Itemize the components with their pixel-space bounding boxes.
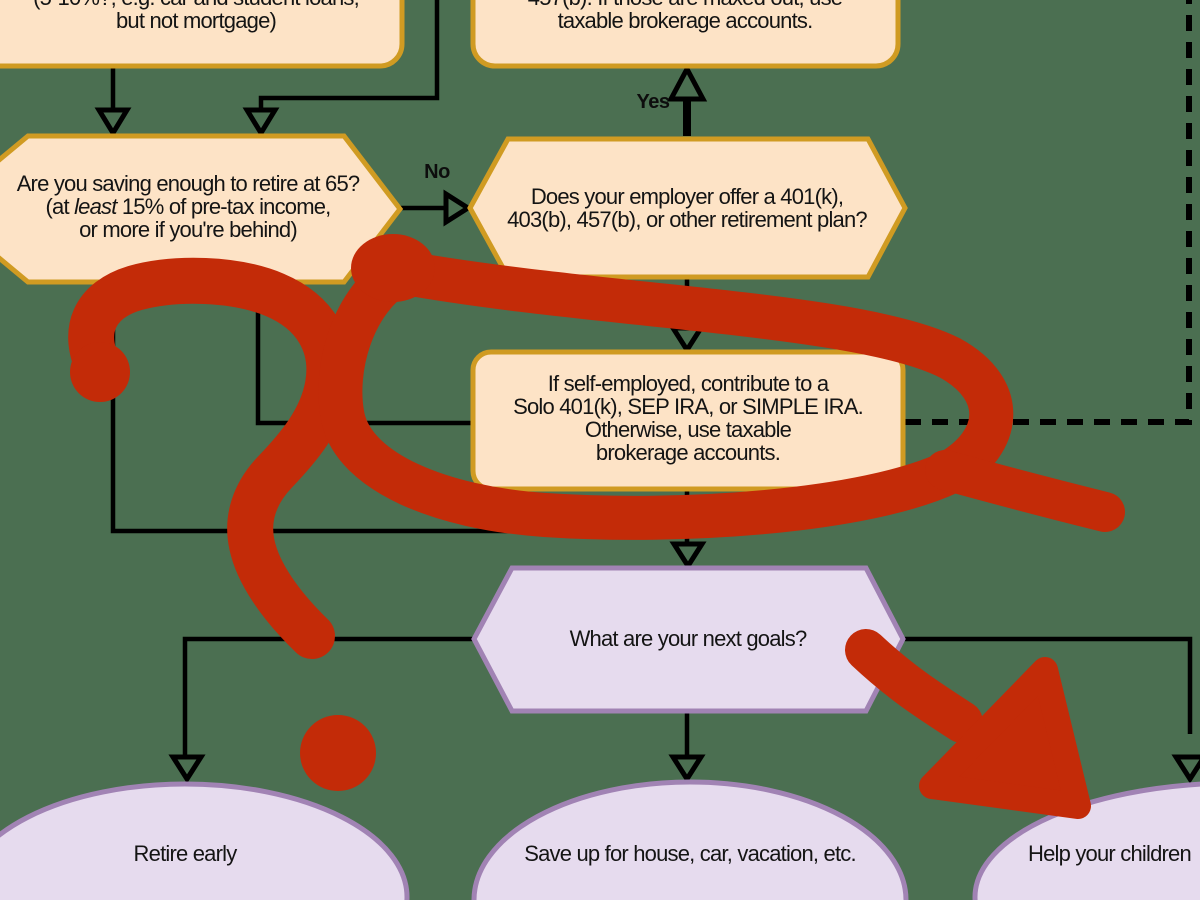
- saving-line: Are you saving enough to retire at 65?: [16, 171, 360, 196]
- max-out-box-text: 457(b). If those are maxed out, use taxa…: [528, 0, 843, 33]
- node-saving-hexagon: [0, 133, 404, 285]
- edge-goals-to-children: [903, 636, 1193, 734]
- node-save-ellipse: [471, 779, 909, 900]
- save-ellipse-text: Save up for house, car, vacation, etc.: [524, 841, 856, 866]
- goals-hexagon-text: What are your next goals?: [569, 626, 808, 651]
- children-ellipse-text: Help your children: [1028, 841, 1192, 866]
- edge-label-no-right: No: [424, 161, 450, 183]
- saving-line: (at least 15% of pre-tax income,: [17, 195, 360, 218]
- node-max-out-box: [470, 0, 901, 69]
- arrowhead-down-icon: [668, 754, 706, 784]
- arrowhead-down-icon: [168, 754, 206, 784]
- saving-line: or more if you're behind): [79, 217, 298, 242]
- edge-label-yes-up: Yes: [636, 91, 670, 113]
- node-retire-ellipse: [0, 781, 410, 900]
- edge-top-elbow-to-saving: [258, 0, 440, 110]
- saving-line2-pre: (at: [45, 194, 75, 219]
- saving-hexagon-text: Are you saving enough to retire at 65? (…: [17, 172, 360, 241]
- terminal-ellipses: [0, 779, 1200, 900]
- self-employed-line: Solo 401(k), SEP IRA, or SIMPLE IRA.: [513, 394, 864, 419]
- retire-ellipse-text: Retire early: [133, 841, 238, 866]
- arrowhead-down-icon: [1171, 754, 1200, 784]
- saving-line2-post: 15% of pre-tax income,: [116, 194, 331, 219]
- node-children-ellipse: [972, 781, 1200, 900]
- decision-hexagons: [0, 133, 908, 285]
- employer-line: Does your employer offer a 401(k),: [530, 184, 844, 209]
- arrowhead-down-icon: [94, 107, 132, 138]
- max-out-box-line: 457(b). If those are maxed out, use: [528, 0, 843, 9]
- debt-box-line: (5-10%?, e.g. car and student loans,: [33, 0, 360, 9]
- self-employed-line: Otherwise, use taxable: [584, 417, 792, 442]
- node-debt-box: [0, 0, 405, 69]
- arrowhead-down-icon: [242, 107, 280, 138]
- self-employed-line: If self-employed, contribute to a: [547, 371, 829, 396]
- employer-line: 403(b), 457(b), or other retirement plan…: [507, 207, 868, 232]
- arrowhead-up-icon: [666, 63, 708, 102]
- debt-box-text: (5-10%?, e.g. car and student loans, but…: [33, 0, 360, 33]
- arrowhead-down-icon: [669, 541, 707, 571]
- max-out-box-line: taxable brokerage accounts.: [557, 8, 814, 33]
- self-employed-line: brokerage accounts.: [595, 440, 781, 465]
- employer-hexagon-text: Does your employer offer a 401(k), 403(b…: [507, 184, 868, 232]
- arrowhead-right-icon: [443, 189, 473, 227]
- goals-line: What are your next goals?: [569, 626, 808, 651]
- saving-line2-italic: least: [74, 194, 117, 219]
- debt-box-line: but not mortgage): [115, 8, 277, 33]
- self-employed-box-text: If self-employed, contribute to a Solo 4…: [513, 371, 864, 465]
- edge-label-no-down: No: [638, 307, 664, 329]
